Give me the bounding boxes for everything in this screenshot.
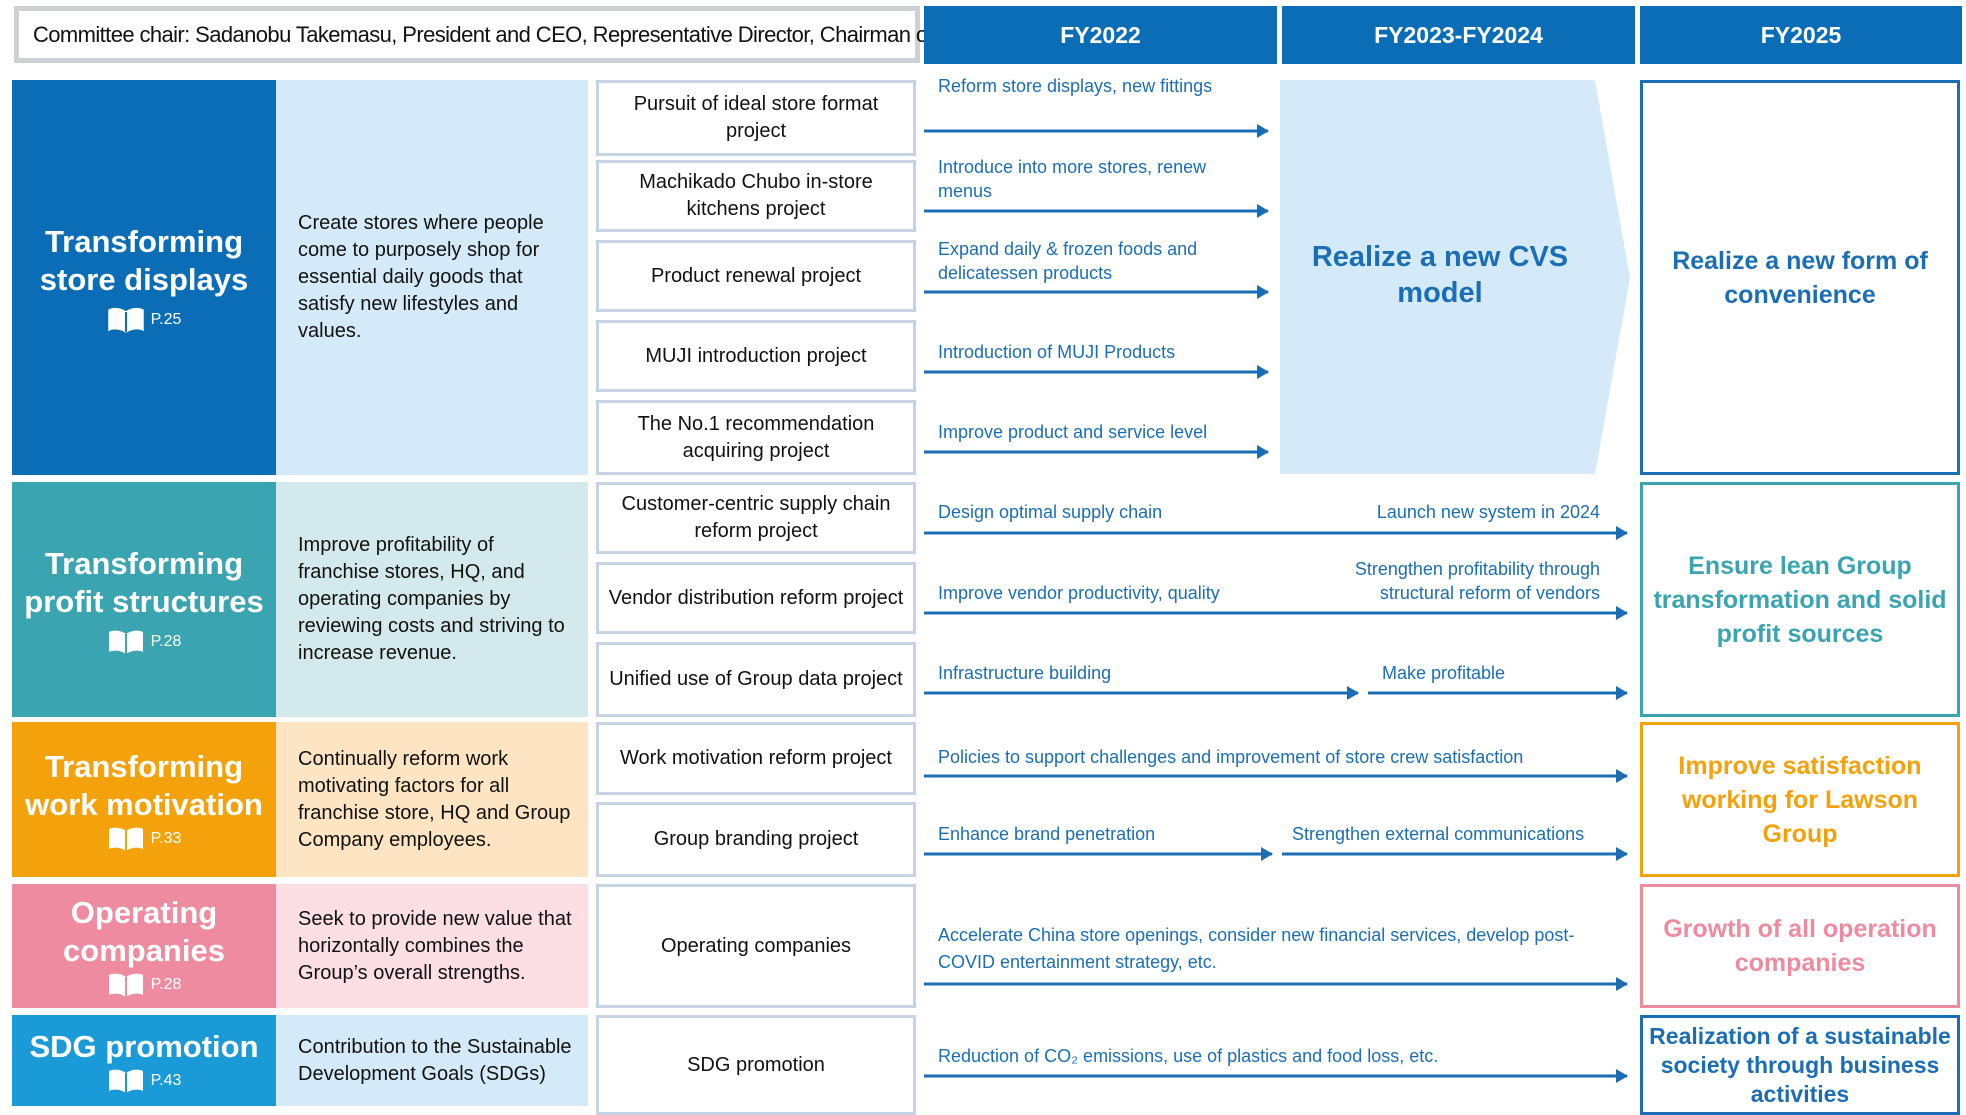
category-title: Transforming work motivation <box>25 748 263 822</box>
goal-improve-satisfaction: Improve satisfaction working for Lawson … <box>1640 722 1960 877</box>
timeline-label: Reform store displays, new fittings <box>938 76 1213 96</box>
goal-growth-operation-companies: Growth of all operation companies <box>1640 884 1960 1008</box>
fy2023-2024-header: FY2023-FY2024 <box>1282 6 1635 64</box>
timeline-label: Reduction of CO₂ emissions, use of plast… <box>938 1046 1439 1066</box>
fy2022-header: FY2022 <box>924 6 1277 64</box>
timeline-label: Improve vendor productivity, quality <box>938 583 1220 603</box>
project-ideal-store-format: Pursuit of ideal store format project <box>596 80 916 156</box>
timeline-label: Expand daily & frozen foods and delicate… <box>938 239 1198 283</box>
page-number: P.28 <box>150 632 182 650</box>
timeline-label: Improve product and service level <box>938 422 1208 442</box>
category-description: Contribution to the Sustainable Developm… <box>276 1015 588 1106</box>
category-description: Continually reform work motivating facto… <box>276 722 588 877</box>
committee-chair-label: Committee chair: Sadanobu Takemasu, Pres… <box>14 6 1129 63</box>
book-icon <box>107 307 144 333</box>
project-vendor-distribution: Vendor distribution reform project <box>596 562 916 634</box>
cvs-model-goal: Realize a new CVS model <box>1311 241 1569 309</box>
category-sdg-promotion: SDG promotion P.43 <box>12 1015 276 1106</box>
cvs-model-band <box>1280 80 1630 474</box>
timeline-label: Launch new system in 2024 <box>1376 502 1600 522</box>
book-icon <box>108 1069 143 1093</box>
category-profit-structures: Transforming profit structures P.28 <box>12 482 276 717</box>
page-reference: P.25 <box>107 307 182 333</box>
page-number: P.25 <box>150 310 182 328</box>
project-machikado-chubo: Machikado Chubo in-store kitchens projec… <box>596 160 916 232</box>
category-title: Transforming profit structures <box>24 545 264 619</box>
category-description: Create stores where people come to purpo… <box>276 80 588 475</box>
timeline-label: Make profitable <box>1382 663 1506 683</box>
goal-sustainable-society: Realization of a sustainable society thr… <box>1640 1015 1960 1115</box>
category-operating-companies: Operating companies P.28 <box>12 884 276 1008</box>
project-product-renewal: Product renewal project <box>596 240 916 312</box>
book-icon <box>108 973 143 997</box>
category-title: Operating companies <box>63 895 225 968</box>
page-reference: P.28 <box>107 972 182 998</box>
book-icon <box>108 630 143 654</box>
category-title: Transforming store displays <box>39 223 249 297</box>
project-supply-chain-reform: Customer-centric supply chain reform pro… <box>596 482 916 554</box>
category-description: Improve profitability of franchise store… <box>276 482 588 717</box>
goal-lean-group-transformation: Ensure lean Group transformation and sol… <box>1640 482 1960 717</box>
timeline-label: Policies to support challenges and impro… <box>938 747 1524 767</box>
timeline-label: Introduce into more stores, renew menus <box>938 157 1207 201</box>
timeline-label: Infrastructure building <box>938 663 1112 683</box>
page-reference: P.28 <box>107 629 182 655</box>
project-no1-recommendation: The No.1 recommendation acquiring projec… <box>596 400 916 475</box>
category-description: Seek to provide new value that horizonta… <box>276 884 588 1008</box>
fy2025-header: FY2025 <box>1640 6 1962 64</box>
timeline-label: Design optimal supply chain <box>938 502 1163 522</box>
timeline-label: Accelerate China store openings, conside… <box>938 925 1575 972</box>
project-operating-companies: Operating companies <box>596 884 916 1008</box>
timeline-label: Strengthen external communications <box>1292 824 1585 844</box>
page-reference: P.33 <box>107 826 182 852</box>
project-muji-introduction: MUJI introduction project <box>596 320 916 392</box>
category-title: SDG promotion <box>29 1028 259 1064</box>
project-group-branding: Group branding project <box>596 802 916 877</box>
category-work-motivation: Transforming work motivation P.33 <box>12 722 276 877</box>
goal-new-form-of-convenience: Realize a new form of convenience <box>1640 80 1960 475</box>
page-number: P.28 <box>150 976 182 993</box>
category-store-displays: Transforming store displays P.25 <box>12 80 276 475</box>
timeline-label: Strengthen profitability through structu… <box>1354 559 1600 603</box>
book-icon <box>108 827 143 851</box>
page-number: P.43 <box>150 1071 182 1089</box>
project-work-motivation: Work motivation reform project <box>596 722 916 795</box>
timeline-label: Introduction of MUJI Products <box>938 342 1176 362</box>
page-reference: P.43 <box>107 1068 182 1094</box>
page-number: P.33 <box>150 829 182 847</box>
timeline-label: Enhance brand penetration <box>938 824 1156 844</box>
project-group-data: Unified use of Group data project <box>596 642 916 717</box>
